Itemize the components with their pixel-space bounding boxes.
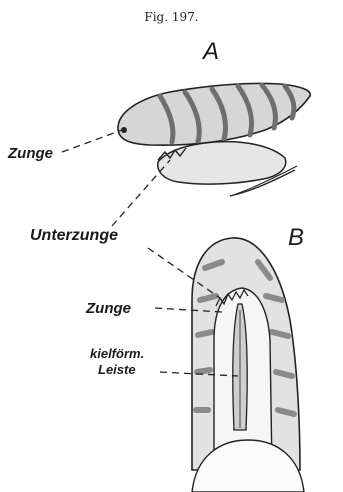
label-zunge-a: Zunge: [8, 145, 53, 162]
panel-label-b: B: [288, 224, 304, 252]
panel-a-drawing: [118, 83, 310, 196]
label-kielform-line1: kielförm.: [90, 346, 144, 361]
panel-b-drawing: [192, 238, 304, 492]
label-unterzunge: Unterzunge: [30, 227, 118, 245]
label-kielform-line2: Leiste: [98, 362, 136, 377]
leader-zunge-a: [62, 130, 122, 152]
label-zunge-b: Zunge: [86, 300, 131, 317]
leader-unterzunge-a: [112, 160, 170, 226]
lower-lobe: [158, 142, 286, 184]
panel-label-a: A: [203, 38, 219, 66]
